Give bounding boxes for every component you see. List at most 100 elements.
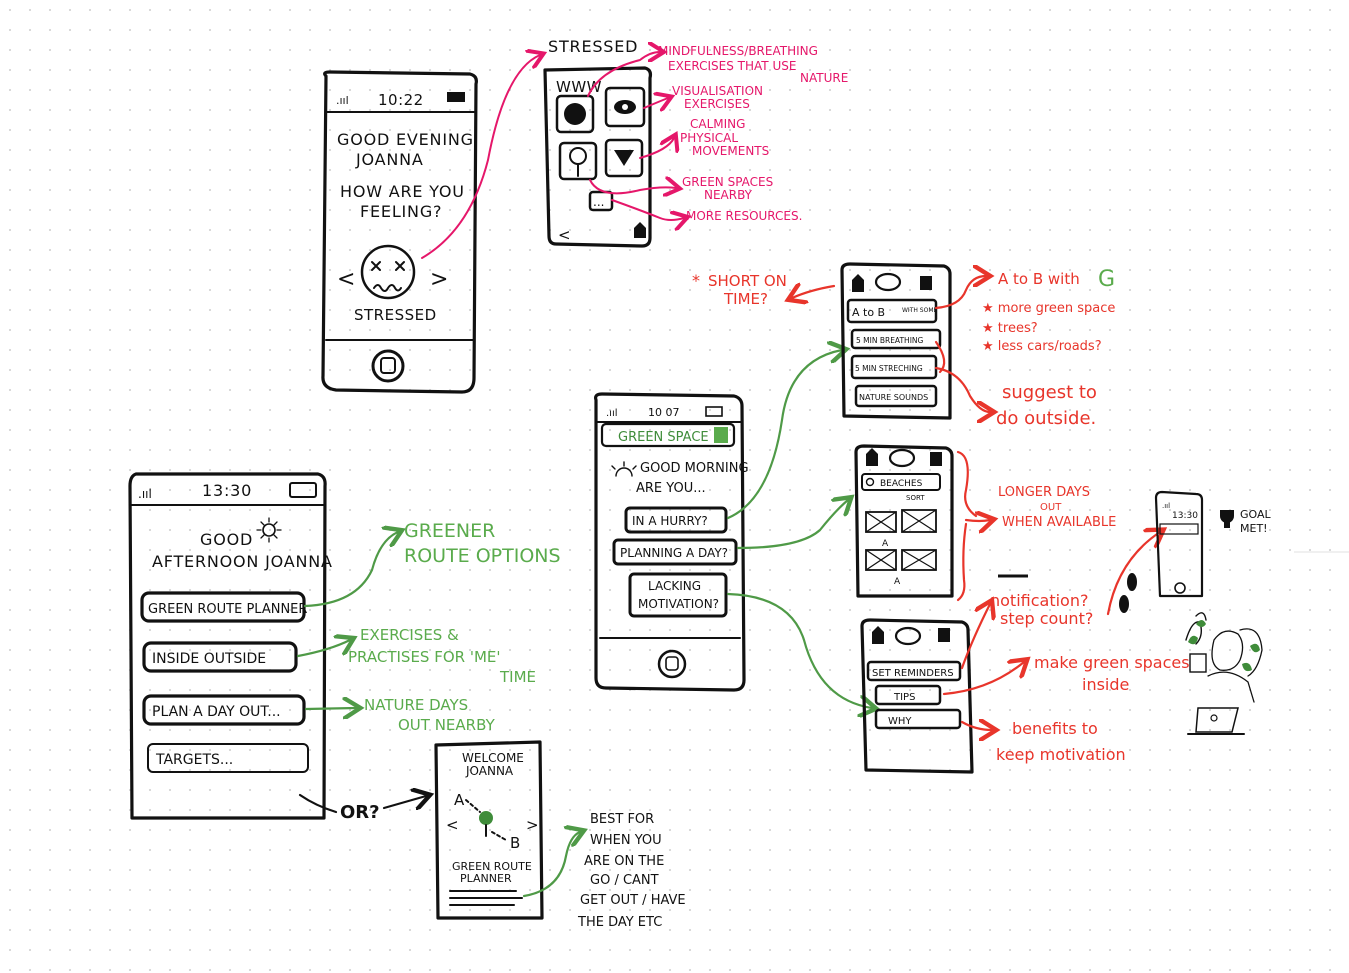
chevron-right-icon[interactable]: > [526,816,539,834]
more-resources-tile[interactable]: ... [588,190,614,212]
note-green-1: GREEN SPACES [682,175,773,189]
stressed-notes: MINDFULNESS/BREATHING EXERCISES THAT USE… [658,44,848,223]
chevron-left-icon[interactable]: < [446,816,459,834]
in-a-hurry-button[interactable]: IN A HURRY? [624,506,728,534]
note-green-2: NEARBY [704,188,753,202]
svg-text:BEACHES: BEACHES [880,479,923,489]
nature-sounds-item[interactable]: NATURE SOUNDS [854,384,938,408]
set-reminders-item[interactable]: SET REMINDERS [866,660,962,682]
question-line-1: HOW ARE YOU [340,182,465,201]
note-make-2: inside [1082,675,1129,694]
search-bar[interactable]: BEACHES [861,473,941,491]
planner-label-2: PLANNER [460,872,512,885]
note-bullet-3: ★ less cars/roads? [982,339,1102,354]
svg-text:5 MIN BREATHING: 5 MIN BREATHING [856,336,924,345]
result-grid[interactable]: A A [865,509,937,587]
note-mindfulness-1: MINDFULNESS/BREATHING [658,44,818,58]
welcome-screen: WELCOME JOANNA A B < > GREEN ROUTE PLANN… [434,740,544,920]
note-greener-2: ROUTE OPTIONS [404,545,561,567]
app-title: GREEN SPACE [618,430,709,445]
home-icon[interactable] [872,626,884,644]
tips-item[interactable]: TIPS [874,684,942,706]
status-time: 10 07 [648,406,680,419]
greeting-line-2: AFTERNOON JOANNA [152,552,333,571]
more-dots-icon: ... [593,195,604,209]
mini-time: 13:30 [1172,511,1198,521]
svg-text:5 MIN STRECHING: 5 MIN STRECHING [855,364,923,373]
note-exercises-2: PRACTISES FOR 'ME' [348,648,501,666]
plan-screen: BEACHES SORT A A [854,444,954,598]
greeting-line-2: JOANNA [355,150,424,169]
greeting-line-1: GOOD EVENING [337,130,474,149]
battery-icon [447,92,465,102]
note-longer-1: LONGER DAYS [998,485,1090,500]
note-mindfulness-3: NATURE [800,71,848,85]
home-icon[interactable] [866,448,878,466]
a-to-b-item[interactable]: A to B WITH SOME [846,298,937,324]
mindfulness-tile[interactable] [555,94,595,134]
chevron-right-icon[interactable]: > [430,267,448,292]
note-greener-1: GREENER [404,520,495,542]
short-on-time-2: TIME? [723,290,768,308]
profile-icon[interactable] [930,452,942,466]
home-button[interactable] [1174,582,1186,594]
brain-icon [564,103,586,125]
home-icon[interactable] [634,222,646,238]
home-button[interactable] [371,349,405,383]
svg-text:PLANNING A DAY?: PLANNING A DAY? [620,546,728,560]
battery-icon [289,482,317,498]
lacking-motivation-button[interactable]: LACKING MOTIVATION? [628,572,728,618]
note-nature-1: NATURE DAYS [364,696,468,714]
note-make-1: make green spaces [1034,653,1190,672]
svg-text:THE DAY ETC: THE DAY ETC [577,915,662,930]
leaf-icon[interactable] [874,272,902,292]
chevron-left-icon[interactable]: < [337,267,355,292]
note-more-resources: MORE RESOURCES. [686,209,802,223]
svg-text:GET OUT / HAVE: GET OUT / HAVE [580,893,686,908]
plan-a-day-out-button[interactable]: PLAN A DAY OUT... [142,694,306,726]
planning-a-day-button[interactable]: PLANNING A DAY? [612,538,738,566]
visualisation-tile[interactable] [604,86,646,128]
svg-text:TIPS: TIPS [893,692,915,703]
home-icon[interactable] [852,274,864,292]
svg-text:WHEN YOU: WHEN YOU [590,833,662,848]
plan-notes: LONGER DAYS OUT WHEN AVAILABLE [998,485,1116,530]
home-button[interactable] [657,649,687,679]
svg-text:LACKING: LACKING [648,579,701,593]
profile-icon[interactable] [714,427,728,443]
note-calming-1: CALMING [690,117,745,131]
profile-icon[interactable] [920,276,932,290]
note-nature-2: OUT NEARBY [398,716,496,734]
planner-label-1: GREEN ROUTE [452,860,532,873]
leaf-icon[interactable] [894,626,922,646]
stressed-screen: STRESSED WWW ... < [543,37,653,248]
note-notification-1: notification? [990,591,1088,610]
breathing-item[interactable]: 5 MIN BREATHING [850,328,942,350]
green-spaces-tile[interactable] [604,138,644,178]
sort-button[interactable]: SORT [906,494,925,502]
svg-text:GO / CANT: GO / CANT [590,873,659,888]
note-suggest-1: suggest to [1002,382,1097,403]
calming-tile[interactable] [558,141,598,181]
green-route-planner-button[interactable]: GREEN ROUTE PLANNER [140,591,307,623]
svg-text:A to B: A to B [852,306,885,319]
why-item[interactable]: WHY [874,708,962,730]
stressed-face-icon[interactable] [360,244,416,300]
back-icon[interactable]: < [558,226,571,244]
targets-button[interactable]: TARGETS... [147,743,309,773]
note-exercises-1: EXERCISES & [360,626,459,644]
stretching-item[interactable]: 5 MIN STRECHING [850,354,938,380]
profile-icon[interactable] [938,628,950,642]
svg-text:A: A [882,539,889,549]
note-benefits-1: benefits to [1012,719,1098,738]
hurry-screen: A to B WITH SOME 5 MIN BREATHING 5 MIN S… [840,262,952,420]
question-line-2: FEELING? [360,202,442,221]
mini-notification[interactable] [1159,523,1199,535]
signal-icon: .ııl [336,94,349,107]
inside-outside-button[interactable]: INSIDE OUTSIDE [142,641,298,673]
g-icon: G [1098,267,1115,292]
note-calming-3: MOVEMENTS [692,144,769,158]
tree-icon [479,811,493,837]
leaf-icon[interactable] [888,448,916,468]
